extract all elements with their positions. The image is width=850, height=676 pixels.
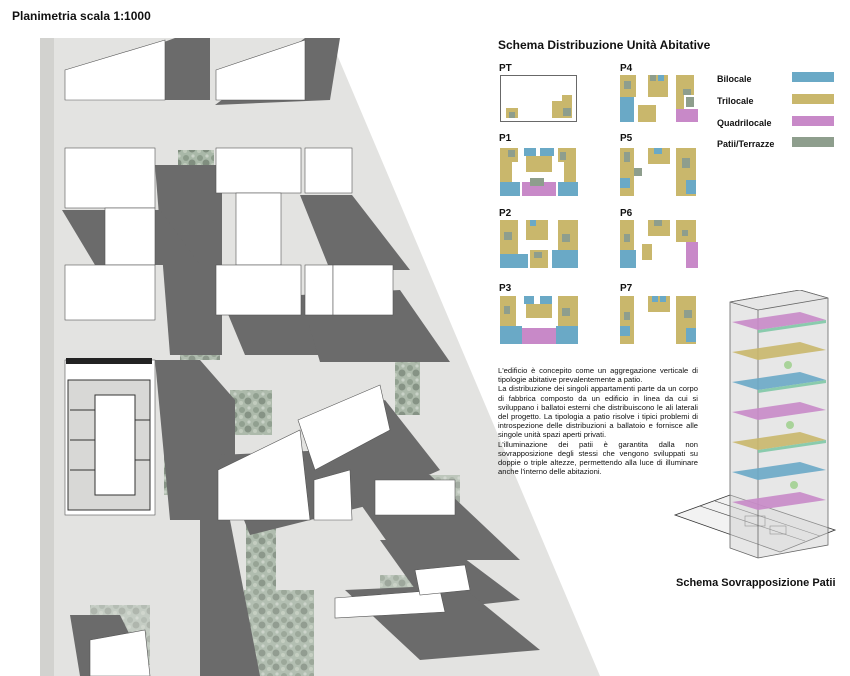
- floor-plan-pt: [500, 75, 577, 122]
- distribution-title: Schema Distribuzione Unità Abitative: [498, 38, 711, 52]
- description-paragraph: L'edificio è concepito come un aggregazi…: [498, 366, 698, 385]
- project-description: L'edificio è concepito come un aggregazi…: [498, 366, 698, 476]
- floor-label-p6: P6: [620, 208, 633, 219]
- tower-title: Schema Sovrapposizione Patii: [676, 577, 836, 589]
- floor-plan-p6: [620, 220, 698, 268]
- legend-label-bilocale: Bilocale: [717, 74, 752, 84]
- floor-label-p3: P3: [499, 283, 512, 294]
- legend-swatch-quadrilocale: [792, 116, 834, 126]
- legend-swatch-bilocale: [792, 72, 834, 82]
- floor-plan-p5: [620, 148, 696, 196]
- floor-plan-p7: [620, 296, 696, 344]
- floor-label-p1: P1: [499, 133, 512, 144]
- floor-label-p5: P5: [620, 133, 633, 144]
- patio-slabs: [732, 312, 826, 510]
- floor-plan-p1: [500, 148, 578, 196]
- floor-label-pt: PT: [499, 63, 512, 74]
- description-paragraph: L'illuminazione dei patii è garantita da…: [498, 439, 698, 477]
- floor-plan-p4: [620, 75, 698, 122]
- tower-axonometric: [673, 290, 837, 559]
- description-paragraph: La distribuzione dei singoli appartament…: [498, 384, 698, 440]
- page-title: Planimetria scala 1:1000: [12, 9, 151, 23]
- legend-label-trilocale: Trilocale: [717, 96, 754, 106]
- floor-label-p7: P7: [620, 283, 633, 294]
- site-plan: [40, 38, 600, 676]
- legend-label-quadrilocale: Quadrilocale: [717, 118, 772, 128]
- floor-label-p2: P2: [499, 208, 512, 219]
- floor-label-p4: P4: [620, 63, 633, 74]
- courtyard-building: [66, 358, 152, 511]
- floor-plan-p2: [500, 220, 578, 268]
- legend-swatch-patii: [792, 137, 834, 147]
- legend-swatch-trilocale: [792, 94, 834, 104]
- floor-plan-p3: [500, 296, 578, 344]
- legend-label-patii: Patii/Terrazze: [717, 139, 775, 149]
